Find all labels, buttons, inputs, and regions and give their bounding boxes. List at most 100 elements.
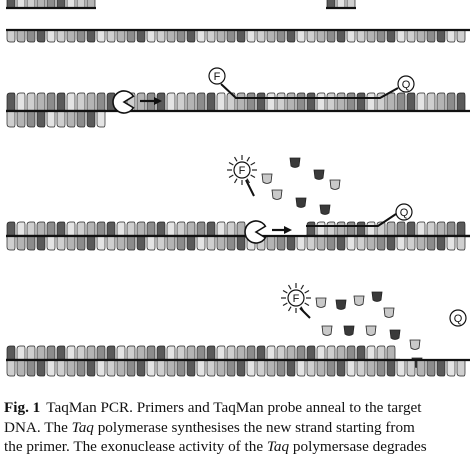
base-tick	[386, 92, 396, 112]
base-tick	[416, 221, 426, 237]
template-strand-1	[6, 28, 470, 43]
released-nucleotide	[261, 173, 273, 184]
base-tick	[66, 29, 76, 43]
base-tick	[236, 221, 246, 237]
base-tick	[196, 359, 206, 377]
base-tick	[96, 110, 106, 128]
base-tick	[296, 359, 306, 377]
base-tick	[346, 29, 356, 43]
base-tick	[6, 110, 16, 128]
caption-italic-taq-2: Taq	[266, 438, 290, 455]
base-tick	[126, 345, 136, 361]
base-tick	[36, 235, 46, 251]
base-tick	[36, 29, 46, 43]
base-tick	[396, 359, 406, 377]
base-tick	[166, 359, 176, 377]
base-tick	[376, 235, 386, 251]
base-tick	[116, 235, 126, 251]
base-tick	[46, 345, 56, 361]
base-tick	[396, 92, 406, 112]
base-tick	[216, 359, 226, 377]
base-tick	[306, 235, 316, 251]
base-tick	[246, 92, 256, 112]
base-tick	[196, 235, 206, 251]
base-tick	[26, 359, 36, 377]
base-tick	[256, 29, 266, 43]
emission-ray	[282, 289, 288, 294]
extension-arrow-3	[272, 226, 292, 234]
released-nucleotide	[383, 307, 395, 318]
panel-primer-extension: FQ	[6, 67, 470, 128]
base-tick	[266, 359, 276, 377]
base-tick	[406, 235, 416, 251]
base-tick	[106, 221, 116, 237]
base-tick	[76, 221, 86, 237]
released-nucleotide	[321, 325, 333, 336]
quencher-q-3: Q	[395, 203, 413, 221]
base-tick	[26, 235, 36, 251]
base-tick	[76, 345, 86, 361]
base-tick	[56, 0, 66, 9]
dye-label: Q	[454, 313, 463, 325]
base-tick	[336, 345, 346, 361]
caption-line-3: the primer. The exonuclease activity of …	[4, 437, 470, 457]
base-tick	[46, 29, 56, 43]
base-tick	[326, 29, 336, 43]
template-strand-3-lower	[6, 234, 470, 251]
base-tick	[256, 92, 266, 112]
base-tick	[26, 0, 36, 9]
template-strand-2-upper	[6, 92, 470, 113]
emission-ray	[233, 178, 238, 184]
base-tick	[56, 110, 66, 128]
base-tick	[36, 0, 46, 9]
base-tick	[206, 235, 216, 251]
base-tick	[366, 29, 376, 43]
base-tick	[196, 29, 206, 43]
base-tick	[166, 345, 176, 361]
base-tick	[436, 359, 446, 377]
base-tick	[226, 92, 236, 112]
base-tick	[326, 221, 336, 237]
base-tick	[426, 359, 436, 377]
base-tick	[226, 221, 236, 237]
base-tick	[336, 235, 346, 251]
arrow-head	[284, 226, 292, 234]
base-tick	[196, 221, 206, 237]
base-tick	[446, 221, 456, 237]
primer-strand-2	[6, 109, 106, 128]
base-tick	[26, 345, 36, 361]
base-tick	[206, 92, 216, 112]
base-tick	[16, 92, 26, 112]
base-tick	[266, 29, 276, 43]
base-tick	[346, 235, 356, 251]
base-tick	[86, 29, 96, 43]
base-tick	[226, 345, 236, 361]
base-tick	[306, 359, 316, 377]
base-tick	[446, 235, 456, 251]
base-tick	[126, 29, 136, 43]
base-tick	[386, 235, 396, 251]
base-tick	[6, 221, 16, 237]
base-tick	[216, 235, 226, 251]
base-tick	[176, 92, 186, 112]
base-tick	[286, 359, 296, 377]
base-tick	[6, 29, 16, 43]
emission-ray	[250, 174, 256, 179]
base-tick	[216, 221, 226, 237]
base-tick	[136, 29, 146, 43]
base-tick	[306, 92, 316, 112]
base-tick	[426, 29, 436, 43]
base-tick	[56, 235, 66, 251]
released-nucleotide	[409, 339, 421, 350]
base-tick	[36, 221, 46, 237]
emission-ray	[304, 289, 310, 294]
base-tick	[236, 29, 246, 43]
base-tick	[326, 359, 336, 377]
base-tick	[56, 221, 66, 237]
base-tick	[306, 221, 316, 237]
quencher-q-4: Q	[449, 309, 467, 327]
extension-arrow-2	[140, 97, 162, 105]
base-tick	[426, 235, 436, 251]
base-tick	[296, 29, 306, 43]
base-tick	[316, 345, 326, 361]
